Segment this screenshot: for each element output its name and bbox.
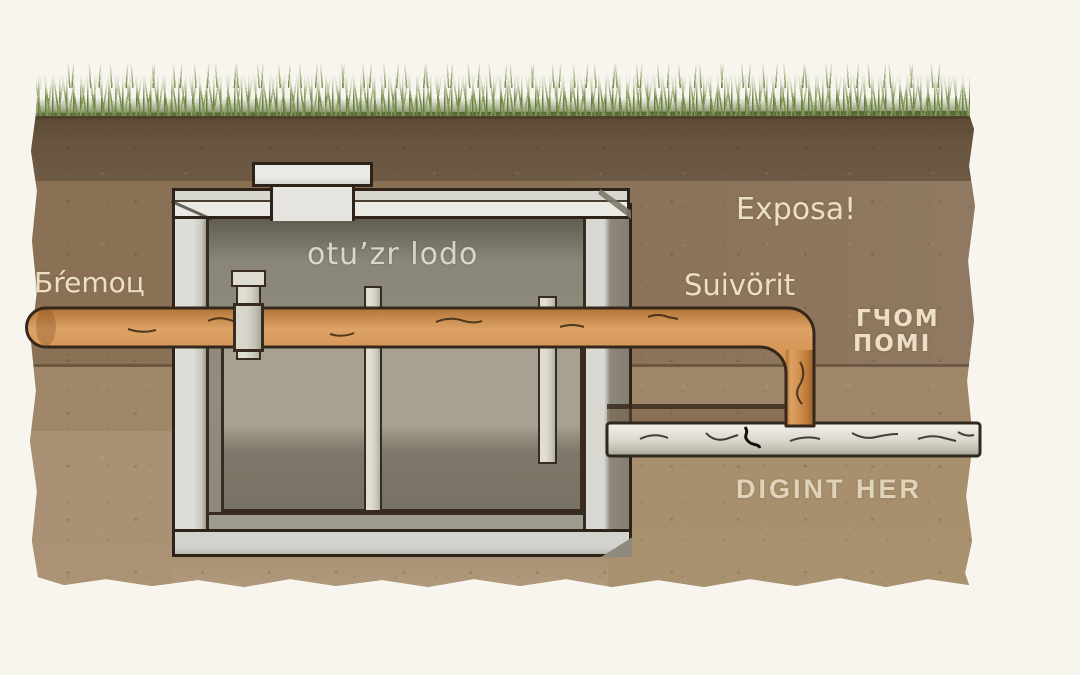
baffle-inlet-cap [231, 270, 266, 287]
grass [36, 74, 970, 116]
tank-base-slab [172, 529, 632, 557]
inlet-baffle-collar [233, 303, 264, 352]
baffle-middle [364, 286, 382, 512]
label-outlet-line1: ГЧОМ [856, 306, 940, 332]
tank-floor [209, 512, 585, 529]
label-tank-interior: otu’zr lodo [307, 237, 479, 272]
access-riser-neck [270, 184, 355, 221]
tank-lid [172, 188, 630, 219]
soil-light-patch-left [30, 431, 173, 587]
tank-wall-right [583, 203, 632, 557]
tank-wall-left [172, 198, 209, 557]
label-mid-right: Suivörit [684, 268, 796, 302]
soil-light-patch-right [608, 456, 975, 587]
outlet-trench-shadow [607, 404, 787, 425]
topsoil-layer [30, 119, 975, 181]
access-riser-cap [252, 162, 373, 187]
label-inlet: Бŕemoц [34, 266, 145, 299]
label-outlet-line2: ПОМІ [853, 331, 932, 357]
label-upper-right: Exposa! [736, 192, 857, 227]
tank-chamber-left [221, 340, 367, 512]
label-drain-field: DIGINT HER [736, 474, 923, 504]
baffle-outlet [538, 296, 557, 464]
